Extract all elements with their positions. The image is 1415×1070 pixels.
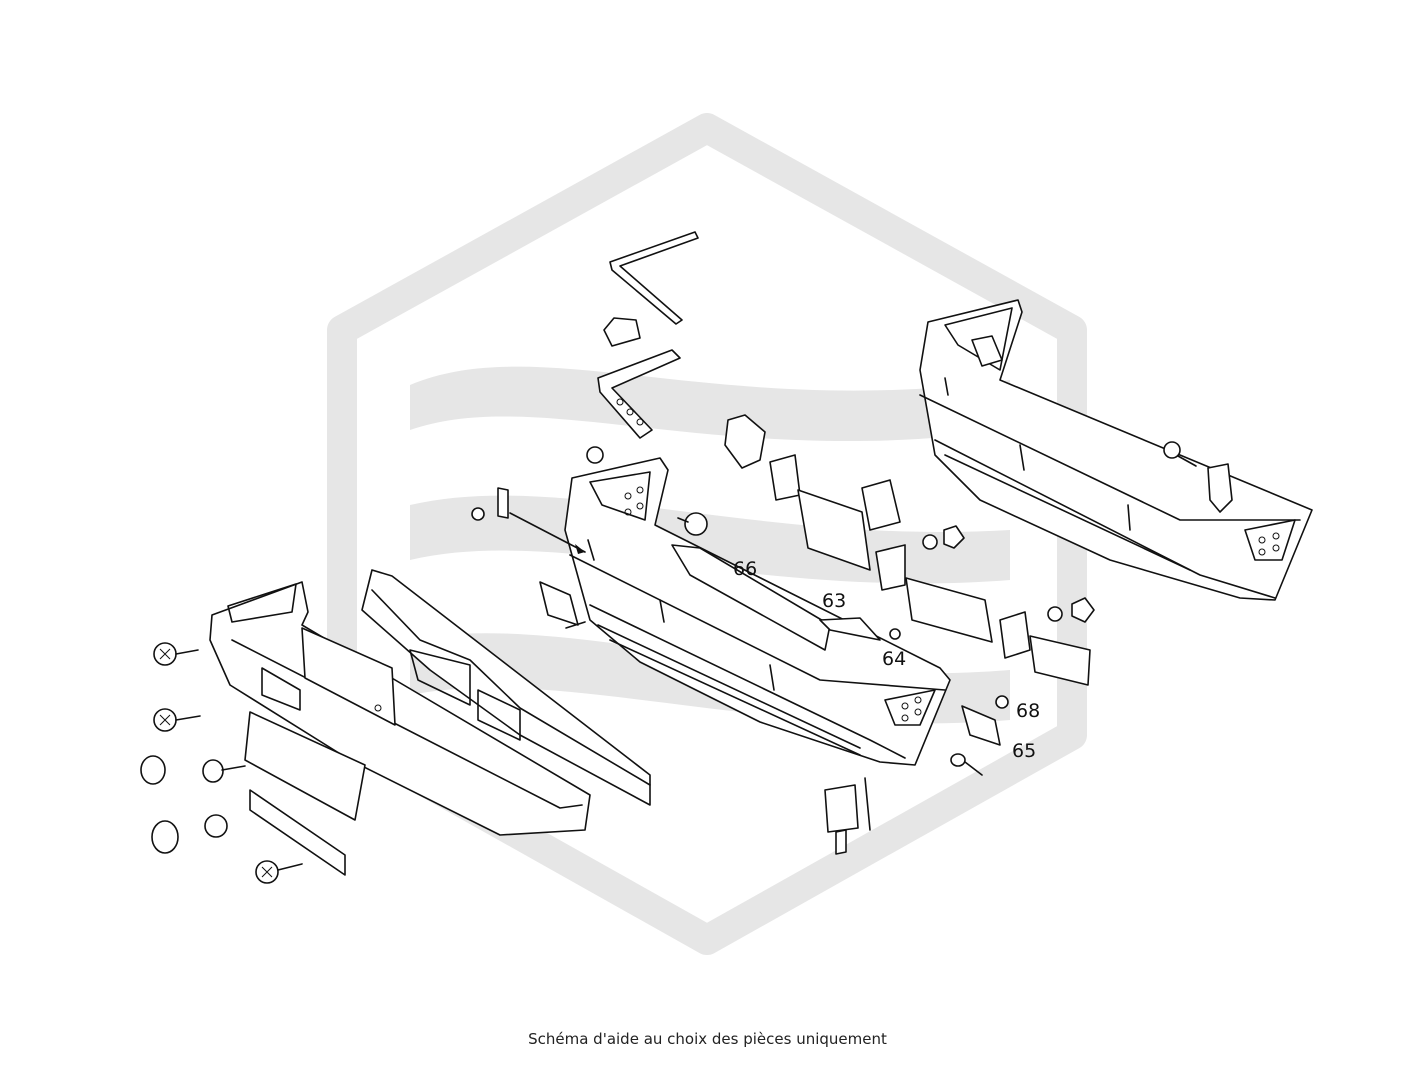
diagram-caption: Schéma d'aide au choix des pièces unique… <box>528 1030 887 1048</box>
fasteners-left <box>140 642 303 884</box>
watermark-logo <box>327 113 1087 955</box>
callout-65: 65 <box>1012 740 1036 762</box>
bumper-exploded-diagram: 66 63 64 68 65 <box>140 113 1313 955</box>
center-bumper-assembly <box>471 457 951 766</box>
top-trim-parts <box>586 231 708 536</box>
callout-66: 66 <box>733 558 757 580</box>
callout-64: 64 <box>882 648 906 670</box>
center-right-parts <box>724 414 1095 855</box>
right-bumper-assembly <box>919 299 1313 601</box>
callout-68: 68 <box>1016 700 1040 722</box>
left-bumper-assembly <box>209 569 651 876</box>
callout-63: 63 <box>822 590 846 612</box>
